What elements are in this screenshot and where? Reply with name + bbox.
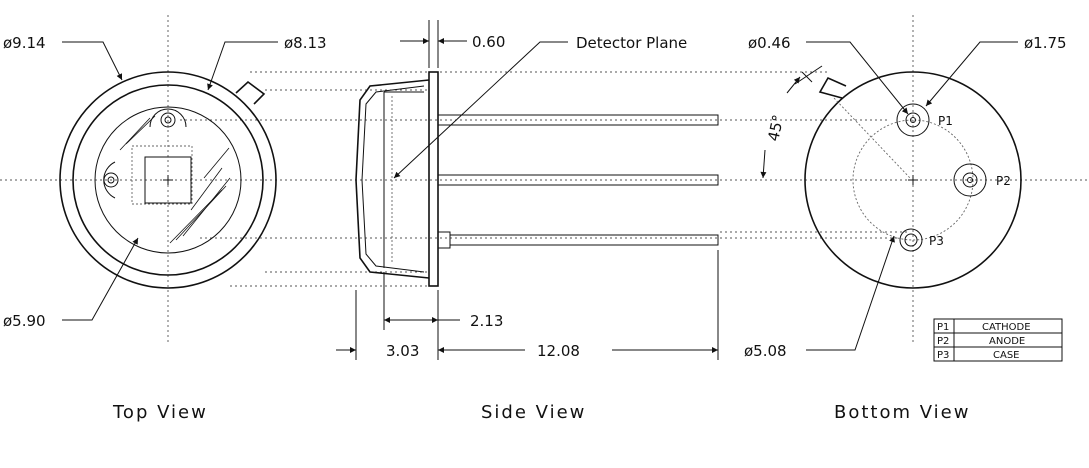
dim-tab-angle: 45° bbox=[764, 113, 787, 143]
pin-table-frame bbox=[933, 318, 1063, 362]
window-glass-hatch bbox=[119, 115, 231, 244]
angle-arc bbox=[764, 69, 801, 171]
cap-circle bbox=[72, 84, 264, 276]
angle-arrow-top bbox=[786, 76, 801, 94]
angle-arrow-bottom bbox=[760, 149, 767, 179]
pin-left bbox=[103, 172, 119, 188]
lead-1 bbox=[437, 114, 719, 126]
dim-lead-length: 12.08 bbox=[537, 342, 580, 360]
dim-body-height: 3.03 bbox=[386, 342, 419, 360]
angle-ext-tick bbox=[794, 65, 823, 85]
pin-left-core bbox=[107, 176, 115, 184]
leader-window-dia bbox=[62, 237, 139, 321]
pin-table-cell-function: CASE bbox=[993, 350, 1020, 361]
pin-p1-lead bbox=[905, 112, 921, 128]
pin-p1-insulator bbox=[896, 103, 930, 137]
angle-ext-1 bbox=[801, 71, 813, 83]
pin-p1-core bbox=[910, 117, 916, 123]
dim-insulator-diameter: ø1.75 bbox=[1024, 34, 1067, 52]
pin-p2-core bbox=[967, 177, 973, 183]
leader-pin-circle-dia bbox=[806, 235, 895, 351]
outer-flange-circle bbox=[59, 71, 277, 289]
dim-lead-diameter: ø0.46 bbox=[748, 34, 791, 52]
lead-2 bbox=[437, 174, 719, 186]
pin-p2-insulator bbox=[953, 163, 987, 197]
bottom-tab bbox=[818, 76, 847, 99]
view-title-bottom: Bottom View bbox=[834, 402, 970, 423]
dim-cap-diameter: ø8.13 bbox=[284, 34, 327, 52]
top-view: ø9.14 ø8.13 ø5.90 Top View bbox=[3, 34, 327, 423]
leader-outer-dia bbox=[62, 41, 123, 81]
view-title-side: Side View bbox=[481, 402, 586, 423]
dim-outer-diameter: ø9.14 bbox=[3, 34, 46, 52]
leader-lead-dia bbox=[806, 41, 909, 115]
dim-window-diameter: ø5.90 bbox=[3, 312, 46, 330]
bottom-view: P1 P2 P3 45° ø0.46 ø1.75 ø5.08 P1 CATHOD… bbox=[744, 34, 1067, 423]
lead-3 bbox=[449, 234, 719, 246]
label-detector-plane: Detector Plane bbox=[576, 34, 687, 52]
tab-angle-line bbox=[833, 97, 911, 179]
dim-flange-thickness: 0.60 bbox=[472, 33, 505, 51]
lead-3-insulator bbox=[437, 231, 451, 249]
pin-label-p3: P3 bbox=[929, 234, 944, 248]
pin-p2-lead bbox=[962, 172, 978, 188]
detector-die bbox=[144, 156, 192, 204]
pin-table: P1 CATHODE P2 ANODE P3 CASE bbox=[933, 318, 1063, 362]
leader-detector-plane bbox=[393, 41, 568, 179]
pin-top-core bbox=[164, 116, 172, 124]
pin-top bbox=[160, 112, 176, 128]
center-lines bbox=[0, 15, 1089, 345]
pin-p3-lead bbox=[904, 233, 918, 247]
window-circle bbox=[94, 106, 242, 254]
side-view: 0.60 Detector Plane 2.13 3.03 12.08 Side… bbox=[336, 20, 719, 423]
dim-window-depth: 2.13 bbox=[470, 312, 503, 330]
die-outline-hidden bbox=[131, 145, 193, 205]
leader-cap-dia bbox=[207, 41, 278, 91]
pin-table-cell-function: CATHODE bbox=[982, 322, 1031, 333]
pin-table-cell-pin: P1 bbox=[937, 322, 949, 333]
orientation-tab bbox=[235, 80, 266, 105]
view-title-top: Top View bbox=[112, 402, 208, 423]
pin-label-p2: P2 bbox=[996, 174, 1011, 188]
pin-table-cell-pin: P2 bbox=[937, 336, 949, 347]
side-cap-inner bbox=[361, 85, 425, 273]
pin-label-p1: P1 bbox=[938, 114, 953, 128]
pin-table-cell-function: ANODE bbox=[989, 336, 1025, 347]
pin-p3-insulator bbox=[899, 228, 923, 252]
pin-boss-top bbox=[149, 108, 187, 128]
side-flange bbox=[428, 71, 439, 287]
leader-insulator-dia bbox=[925, 41, 1018, 107]
side-cap-outline bbox=[355, 79, 430, 279]
side-leads bbox=[437, 114, 719, 249]
pin-table-cell-pin: P3 bbox=[937, 350, 949, 361]
bottom-outline-circle bbox=[804, 71, 1022, 289]
dim-pin-circle-diameter: ø5.08 bbox=[744, 342, 787, 360]
